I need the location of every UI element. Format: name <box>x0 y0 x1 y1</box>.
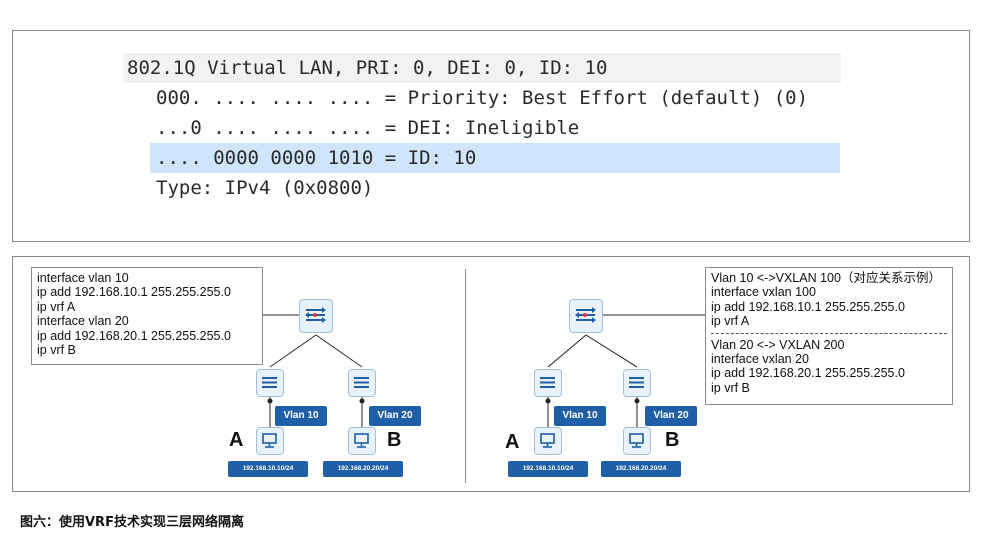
config-line: ip add 192.168.20.1 255.255.255.0 <box>37 328 231 343</box>
id-row-selected[interactable]: .... 0000 0000 1010 = ID: 10 <box>150 143 840 173</box>
core-switch-icon-left[interactable] <box>299 299 333 333</box>
config-line: ip add 192.168.20.1 255.255.255.0 <box>711 366 905 381</box>
ip-tag-right-b: 192.168.20.20/24 <box>601 461 681 477</box>
access-switch-icon-right-b[interactable] <box>623 369 651 397</box>
right-vxlan-config: Vlan 10 <->VXLAN 100（对应关系示例） interface v… <box>705 267 953 405</box>
config-line: interface vxlan 20 <box>711 352 809 367</box>
access-switch-icon-right-a[interactable] <box>534 369 562 397</box>
pc-icon-left-b[interactable] <box>348 427 376 455</box>
config-line: ip vrf B <box>37 343 76 358</box>
dei-row[interactable]: ...0 .... .... .... = DEI: Ineligible <box>156 117 580 139</box>
panel-divider <box>465 269 466 483</box>
config-line: Vlan 10 <->VXLAN 100（对应关系示例） <box>711 271 941 285</box>
vlan-20-tag-left: Vlan 20 <box>369 406 421 426</box>
priority-row[interactable]: 000. .... .... .... = Priority: Best Eff… <box>156 87 809 109</box>
vlan-10-tag-right: Vlan 10 <box>554 406 606 426</box>
pc-icon-right-b[interactable] <box>623 427 651 455</box>
access-switch-icon-left-b[interactable] <box>348 369 376 397</box>
vlan-20-tag-right: Vlan 20 <box>645 406 697 426</box>
dashed-separator <box>711 332 947 334</box>
ip-tag-left-a: 192.168.10.10/24 <box>228 461 308 477</box>
config-line: ip vrf A <box>711 314 750 329</box>
access-switch-icon-left-a[interactable] <box>256 369 284 397</box>
ip-tag-left-b: 192.168.20.20/24 <box>323 461 403 477</box>
host-a-label-right: A <box>505 431 520 453</box>
topology-links <box>263 314 705 427</box>
pc-icon-right-a[interactable] <box>534 427 562 455</box>
config-line: ip vrf A <box>37 299 76 314</box>
pc-icon-left-a[interactable] <box>256 427 284 455</box>
figure-caption: 图六：使用VRF技术实现三层网络隔离 <box>20 515 244 530</box>
config-line: ip add 192.168.10.1 255.255.255.0 <box>37 285 231 300</box>
network-diagram-panel: interface vlan 10 ip add 192.168.10.1 25… <box>12 256 970 492</box>
type-row[interactable]: Type: IPv4 (0x0800) <box>156 177 374 199</box>
config-line: interface vlan 20 <box>37 314 129 329</box>
config-line: Vlan 20 <-> VXLAN 200 <box>711 337 845 352</box>
core-switch-icon-right[interactable] <box>569 299 603 333</box>
ip-tag-right-a: 192.168.10.10/24 <box>508 461 588 477</box>
host-a-label-left: A <box>229 429 244 451</box>
host-b-label-left: B <box>387 429 402 451</box>
config-line: ip add 192.168.10.1 255.255.255.0 <box>711 299 905 314</box>
config-line: interface vlan 10 <box>37 271 129 285</box>
left-vrf-config: interface vlan 10 ip add 192.168.10.1 25… <box>31 267 263 365</box>
vlan-header-row[interactable]: 802.1Q Virtual LAN, PRI: 0, DEI: 0, ID: … <box>123 53 841 83</box>
config-line: interface vxlan 100 <box>711 285 816 300</box>
host-b-label-right: B <box>665 429 680 451</box>
vlan-10-tag-left: Vlan 10 <box>275 406 327 426</box>
config-line: ip vrf B <box>711 380 750 395</box>
packet-detail-panel: 802.1Q Virtual LAN, PRI: 0, DEI: 0, ID: … <box>12 30 970 242</box>
